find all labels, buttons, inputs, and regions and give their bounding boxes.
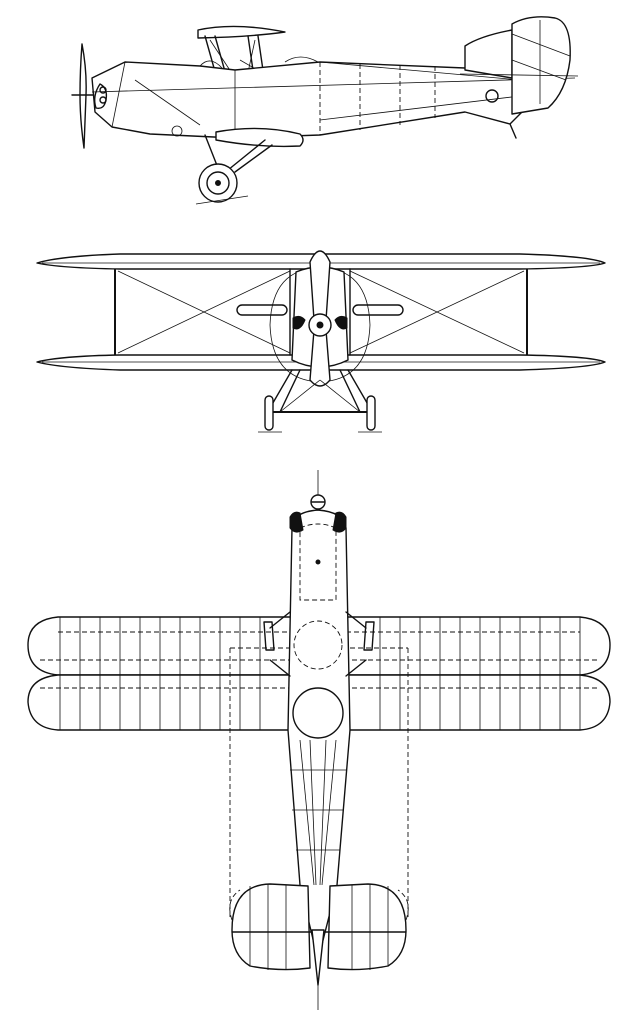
top-upper-wing-ribs [59,617,581,675]
side-propeller [71,43,95,149]
side-fuselage [91,56,576,139]
top-engine [289,494,347,533]
side-upper-wing [197,25,286,39]
front-view [36,250,606,433]
top-strut-fittings [263,621,375,651]
side-tail [459,16,579,139]
top-lower-wing-ribs [59,675,581,730]
top-tailplane [229,883,409,986]
front-struts-wires [114,268,528,356]
top-view [27,470,611,1010]
side-landing-gear [195,134,273,205]
side-lower-wing [215,127,304,148]
side-view [71,16,579,205]
top-fuselage [269,509,367,961]
front-landing-gear [258,369,382,433]
front-fuselage [236,250,404,387]
